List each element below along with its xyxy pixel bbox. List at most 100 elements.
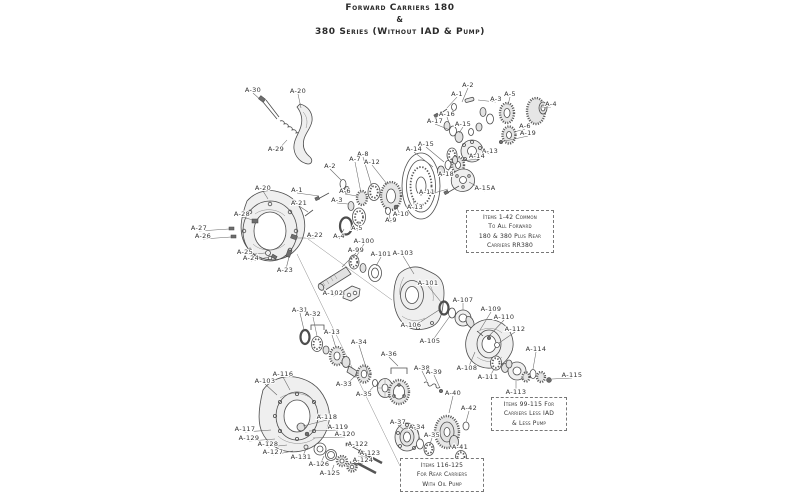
part-label-a-4: A-4 [545,100,557,108]
part-label-a-14: A-14 [406,145,422,153]
leader-line [355,243,365,258]
leader-line [244,429,272,433]
pinion-shaft-art [317,254,382,302]
note-line: & Less Pump [511,419,547,427]
leader-line [434,123,451,131]
leader-line [461,87,469,103]
leader-line [296,192,320,197]
leader-line [347,445,359,448]
part-label-a-33: A-33 [336,380,352,388]
diagram-title: Forward Carriers 180 & 380 Series (Witho… [0,2,800,39]
leader-line [410,309,440,329]
part-label-a-28: A-28 [234,210,250,218]
note-line: For Rear Carriers [416,471,468,479]
part-label-a-107: A-107 [453,296,474,304]
part-label-a-32: A-32 [305,310,321,318]
leader-line [344,193,358,197]
leader-line [504,135,529,142]
part-label-a-16: A-16 [439,110,455,118]
part-label-a-39: A-39 [426,368,442,376]
part-label-a-22: A-22 [307,231,323,239]
part-label-a-9: A-9 [385,216,397,224]
leader-line [302,419,328,427]
leader-line [308,429,339,432]
part-label-a-19: A-19 [520,129,536,137]
part-label-a-3: A-3 [331,196,343,204]
part-label-a-35: A-35 [356,390,372,398]
part-label-a-122: A-122 [348,440,369,448]
leader-line [338,228,345,240]
part-label-a-1: A-1 [451,90,463,98]
note-box-items-116-125-oil-pump: Items 116-125 For Rear Carriers With Oil… [400,458,484,492]
part-label-a-113: A-113 [506,388,527,396]
leader-line [343,373,358,388]
leader-line [477,99,497,103]
part-label-a-127: A-127 [263,448,284,456]
leader-line [264,383,278,396]
note-line: Items 116-125 [420,462,464,469]
leader-line [466,351,476,372]
note-line: Carriers Less IAD [503,410,555,418]
part-label-a-5: A-5 [504,90,516,98]
leader-line [498,331,516,344]
part-label-a-15a: A-15A [474,184,495,192]
part-label-a-13: A-13 [407,203,423,211]
part-label-a-38: A-38 [414,364,430,372]
leader-line [244,252,266,256]
ring-gear-group-art [338,152,460,236]
part-label-a-102: A-102 [323,289,344,297]
part-label-a-23: A-23 [277,266,293,274]
part-label-a-2: A-2 [462,81,474,89]
leader-line [354,161,362,194]
leader-line [478,148,491,155]
leader-line [375,256,382,267]
leader-line [446,96,458,109]
leader-line [363,385,375,398]
leader-line [312,316,318,337]
leader-line [388,213,392,224]
leader-line [513,128,526,133]
leader-line [299,312,305,331]
leader-line [468,181,486,192]
part-label-a-15: A-15 [418,140,434,148]
leader-line [487,368,495,381]
part-label-a-27: A-27 [191,224,207,232]
part-label-a-4: A-4 [333,232,345,240]
leader-line [202,236,232,240]
part-label-a-20: A-20 [290,87,306,95]
title-line-1: Forward Carriers 180 [345,3,455,13]
part-label-a-30: A-30 [245,86,261,94]
leader-line [462,158,478,162]
part-label-a-1: A-1 [291,186,303,194]
part-label-a-118: A-118 [317,413,338,421]
leader-line [426,188,449,196]
part-label-a-109: A-109 [481,305,502,313]
part-label-a-11: A-11 [419,188,435,196]
leader-line [275,139,288,153]
part-label-a-18: A-18 [438,170,454,178]
part-label-a-13: A-13 [482,147,498,155]
countershaft-row-art [299,324,411,406]
part-label-a-8: A-8 [357,150,369,158]
leader-line [312,436,346,439]
leader-line [252,92,265,104]
leader-line [300,448,307,461]
part-label-a-14: A-14 [469,152,485,160]
leader-line [350,462,364,465]
leader-line [329,168,342,181]
part-label-a-106: A-106 [401,321,422,329]
part-label-a-20: A-20 [255,184,271,192]
part-label-a-128: A-128 [258,440,279,448]
part-label-a-35: A-35 [424,431,440,439]
leader-line [329,464,335,477]
leader-line [267,444,288,448]
part-label-a-129: A-129 [239,434,260,442]
part-label-a-24: A-24 [243,254,259,262]
carrier-housing-art [228,190,330,262]
leader-line [388,356,399,367]
leader-line [241,216,254,221]
part-label-a-13: A-13 [324,328,340,336]
leader-line [371,164,388,185]
